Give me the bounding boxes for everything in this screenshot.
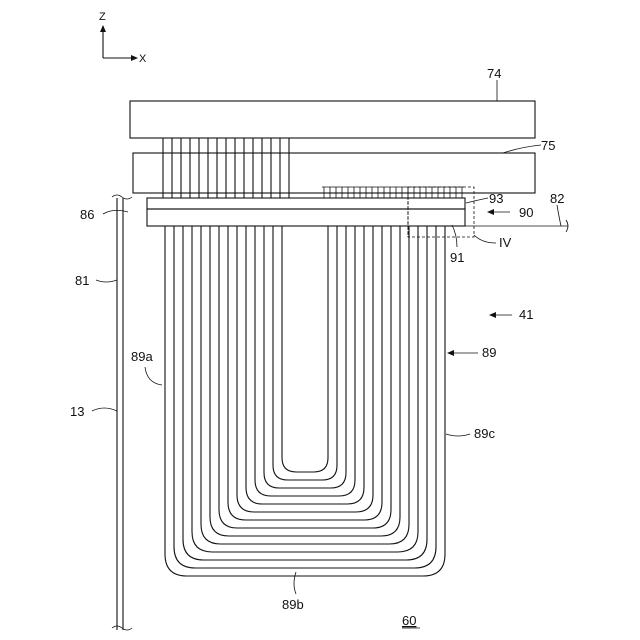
label-13: 13	[70, 404, 84, 419]
coil-loop	[165, 226, 445, 576]
label-74: 74	[487, 66, 501, 81]
label-89c: 89c	[474, 426, 495, 441]
axis-indicator: Z X	[99, 11, 147, 65]
leader-93	[466, 198, 488, 203]
coil-loop	[255, 226, 355, 496]
coil-89	[165, 226, 445, 576]
board-86	[147, 209, 465, 226]
label-89a: 89a	[131, 349, 153, 364]
leader-82	[557, 205, 561, 226]
leader-lines	[92, 80, 561, 594]
label-82: 82	[550, 191, 564, 206]
leader-81	[96, 280, 117, 282]
coil-loop	[282, 226, 328, 472]
break-mark-top	[112, 195, 132, 199]
label-89b: 89b	[282, 597, 304, 612]
label-75: 75	[541, 138, 555, 153]
leader-89b	[294, 572, 296, 594]
x-axis-label: X	[139, 53, 147, 65]
vertical-wires	[163, 138, 289, 198]
label-86: 86	[80, 207, 94, 222]
coil-loop	[174, 226, 436, 568]
board-93	[147, 198, 465, 209]
leader-91	[452, 225, 457, 247]
coil-loop	[264, 226, 346, 488]
leader-75	[503, 145, 541, 153]
coil-loop	[192, 226, 418, 552]
leader-iv	[474, 235, 496, 243]
label-41: 41	[519, 307, 533, 322]
label-iv: IV	[499, 235, 512, 250]
label-90: 90	[519, 205, 533, 220]
coil-loop	[210, 226, 400, 536]
plate-74	[130, 101, 535, 138]
leader-13	[92, 408, 117, 411]
label-91: 91	[450, 250, 464, 265]
coil-loop	[219, 226, 391, 528]
break-mark-bottom	[112, 626, 132, 630]
coil-loop	[183, 226, 427, 560]
label-81: 81	[75, 273, 89, 288]
leader-86	[103, 210, 128, 214]
coil-loop	[237, 226, 373, 512]
label-89: 89	[482, 345, 496, 360]
label-60: 60	[402, 613, 416, 628]
label-93: 93	[489, 191, 503, 206]
leader-89c	[446, 434, 470, 436]
coil-loop	[273, 226, 337, 480]
leader-89a	[145, 367, 162, 385]
coil-loop	[228, 226, 382, 520]
z-axis-label: Z	[99, 11, 106, 23]
